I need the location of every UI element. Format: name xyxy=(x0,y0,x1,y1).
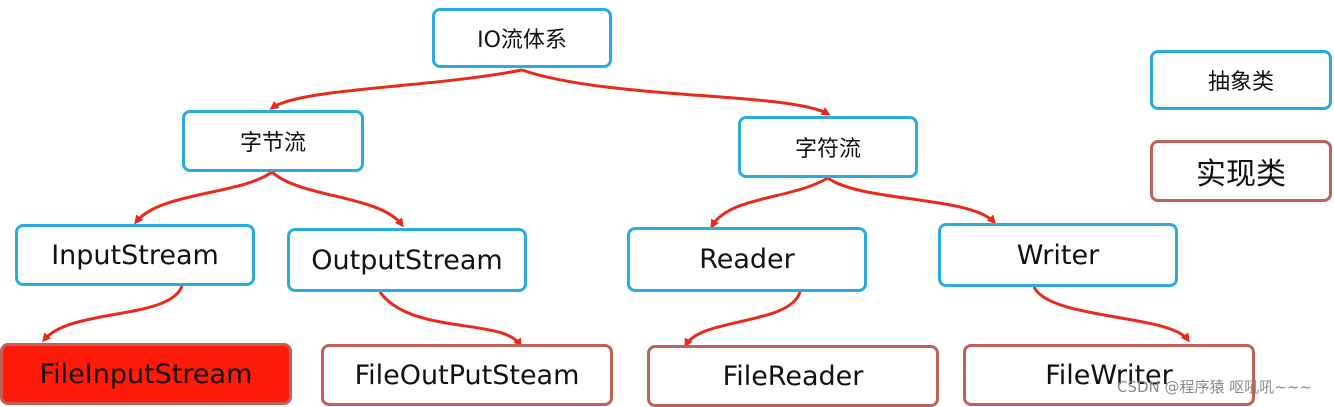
reader-node: Reader xyxy=(627,227,867,292)
file-output-stream-label: FileOutPutSteam xyxy=(354,359,580,391)
arrow-root-to-char-stream xyxy=(521,68,831,116)
arrow-root-to-byte-stream xyxy=(269,68,523,110)
output-stream-node: OutputStream xyxy=(287,228,527,292)
arrow-reader-to-file-reader xyxy=(684,291,802,348)
legend-impl-label: 实现类 xyxy=(1196,157,1286,192)
legend-implementation-class: 实现类 xyxy=(1150,140,1332,202)
output-stream-label: OutputStream xyxy=(311,244,503,276)
file-reader-node: FileReader xyxy=(647,345,939,407)
arrow-writer-to-file-writer xyxy=(1032,286,1190,343)
file-input-stream-label: FileInputStream xyxy=(39,358,253,390)
arrow-byte-to-output xyxy=(270,170,404,228)
file-reader-label: FileReader xyxy=(722,360,864,392)
watermark: CSDN @程序猿 呕吼吼~~~ xyxy=(1116,378,1312,396)
file-writer-node: FileWriter xyxy=(963,344,1255,406)
arrow-input-to-file-input xyxy=(42,285,184,343)
arrow-char-to-writer xyxy=(827,176,997,225)
byte-stream-label: 字节流 xyxy=(239,131,306,156)
arrow-char-to-reader xyxy=(710,176,829,229)
input-stream-node: InputStream xyxy=(15,224,255,286)
input-stream-label: InputStream xyxy=(51,239,219,271)
root-node-label: IO流体系 xyxy=(477,28,567,53)
file-output-stream-node: FileOutPutSteam xyxy=(321,344,613,406)
char-stream-node: 字符流 xyxy=(738,116,918,178)
file-input-stream-node: FileInputStream xyxy=(0,343,292,405)
writer-node: Writer xyxy=(938,223,1178,287)
char-stream-label: 字符流 xyxy=(794,137,861,162)
byte-stream-node: 字节流 xyxy=(182,110,364,172)
file-writer-label: FileWriter xyxy=(1045,359,1173,391)
legend-abstract-class: 抽象类 xyxy=(1150,50,1332,110)
reader-label: Reader xyxy=(699,244,795,275)
root-node: IO流体系 xyxy=(432,8,612,68)
writer-label: Writer xyxy=(1016,239,1100,271)
arrow-output-to-file-output xyxy=(378,291,522,348)
legend-abstract-label: 抽象类 xyxy=(1207,70,1274,95)
arrow-byte-to-input xyxy=(134,170,273,225)
